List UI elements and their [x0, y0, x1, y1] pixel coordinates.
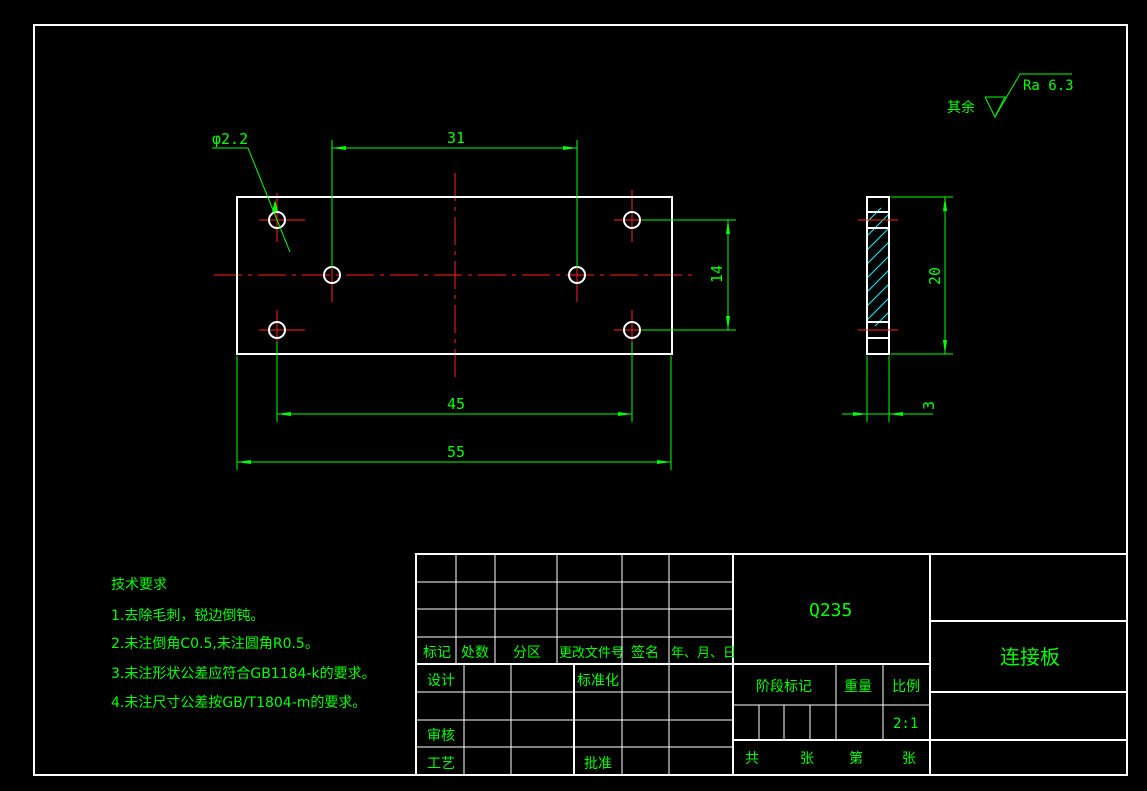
sheet-no-label: 第 — [849, 750, 863, 767]
rev-header-doc: 更改文件号 — [559, 646, 624, 661]
design-label: 设计 — [427, 673, 455, 689]
stage-mark-label: 阶段标记 — [756, 679, 812, 695]
weight-label: 重量 — [844, 679, 872, 695]
tech-req-item-2: 2.未注倒角C0.5,未注圆角R0.5。 — [111, 636, 319, 652]
side-plate-outline — [866, 196, 890, 355]
plate-outline — [236, 196, 673, 355]
diameter-callout: φ2.2 — [212, 130, 291, 253]
standardization-label: 标准化 — [577, 673, 619, 689]
roughness-triangle-icon — [984, 96, 1006, 119]
scale-label: 比例 — [892, 679, 920, 695]
surface-finish-value: Ra 6.3 — [1023, 78, 1074, 94]
process-label: 工艺 — [427, 756, 455, 772]
rev-header-count: 处数 — [461, 645, 489, 661]
total-label: 共 — [745, 751, 759, 767]
hole-vertical-span-label: 14 — [708, 265, 726, 283]
technical-requirements: 技术要求 1.去除毛刺，锐边倒钝。 2.未注倒角C0.5,未注圆角R0.5。 3… — [111, 577, 376, 711]
dim-plate-height: 20 — [891, 196, 953, 355]
tech-req-item-1: 1.去除毛刺，锐边倒钝。 — [111, 608, 264, 624]
title-block: Q235 连接板 标记 处数 分区 更改文件号 签名 年、月、日 设计 标准化 … — [415, 553, 1128, 776]
approve-label: 批准 — [584, 756, 612, 772]
rev-header-zone: 分区 — [513, 645, 541, 661]
roughness-leader — [994, 73, 1072, 118]
inner-hole-span-label: 31 — [447, 129, 465, 147]
sheets-label: 张 — [800, 751, 814, 767]
sheet-suffix-label: 张 — [902, 751, 916, 767]
hole-bottom-right — [623, 321, 641, 339]
dim-plate-thickness: 3 — [842, 356, 938, 422]
plate-thickness-label: 3 — [920, 401, 938, 410]
hole-center-marks — [259, 190, 650, 352]
dim-outer-hole-span: 45 — [276, 342, 633, 422]
tech-req-item-3: 3.未注形状公差应符合GB1184-k的要求。 — [111, 665, 376, 682]
rev-header-mark: 标记 — [423, 645, 451, 661]
dim-inner-hole-span: 31 — [331, 129, 578, 268]
surface-finish-symbol: 其余 Ra 6.3 — [947, 73, 1074, 119]
section-hatch — [866, 207, 890, 327]
tech-req-title: 技术要求 — [111, 577, 167, 593]
outer-hole-span-label: 45 — [447, 395, 465, 413]
hole-diameter-label: φ2.2 — [212, 130, 248, 148]
rev-header-sign: 签名 — [631, 644, 659, 661]
surface-finish-prefix: 其余 — [947, 99, 975, 116]
hole-top-right — [623, 211, 641, 229]
material-label: Q235 — [809, 600, 852, 621]
hole-top-left — [268, 211, 286, 229]
side-view: 20 3 — [842, 196, 953, 422]
tech-req-item-4: 4.未注尺寸公差按GB/T1804-m的要求。 — [111, 695, 366, 711]
dim-hole-vertical-span: 14 — [642, 219, 736, 331]
overall-length-label: 55 — [447, 443, 465, 461]
review-label: 审核 — [427, 728, 455, 744]
part-name-label: 连接板 — [1000, 645, 1060, 669]
front-view: φ2.2 31 45 55 — [212, 129, 736, 470]
plate-height-label: 20 — [926, 267, 944, 285]
scale-value: 2:1 — [893, 716, 918, 732]
dim-overall-length: 55 — [236, 356, 672, 470]
rev-header-date: 年、月、日 — [671, 646, 736, 661]
hole-bottom-left — [268, 321, 286, 339]
drawing-frame — [33, 24, 1128, 776]
